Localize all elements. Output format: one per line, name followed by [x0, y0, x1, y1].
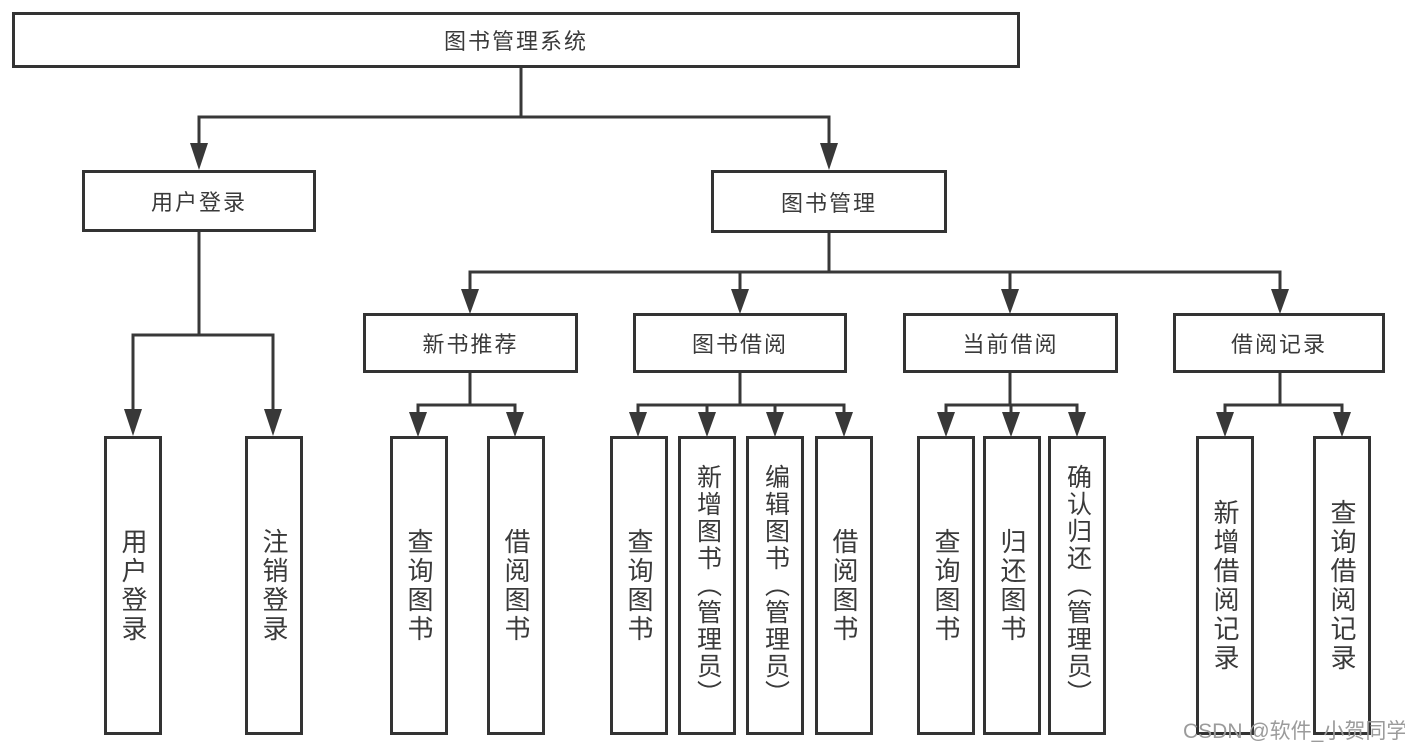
leaf-query-books-current: 查询图书	[917, 436, 975, 735]
node-user-login: 用户登录	[82, 170, 316, 232]
leaf-edit-book-admin: 编辑图书（管理员）	[746, 436, 804, 735]
leaf-confirm-return-admin: 确认归还（管理员）	[1048, 436, 1106, 735]
leaf-borrow-books: 借阅图书	[815, 436, 873, 735]
node-current-borrowing: 当前借阅	[903, 313, 1118, 373]
leaf-add-borrow-record-label: 新增借阅记录	[1210, 498, 1240, 673]
node-new-book-recommendation-label: 新书推荐	[422, 332, 519, 357]
leaf-edit-book-admin-label: 编辑图书（管理员）	[761, 464, 790, 707]
leaf-borrow-books-recommend: 借阅图书	[487, 436, 545, 735]
node-book-borrowing-label: 图书借阅	[691, 332, 788, 357]
node-borrowing-records-label: 借阅记录	[1230, 332, 1327, 357]
leaf-logout-label: 注销登录	[259, 527, 289, 644]
node-current-borrowing-label: 当前借阅	[962, 332, 1059, 357]
node-book-management: 图书管理	[711, 170, 947, 233]
leaf-add-book-admin-label: 新增图书（管理员）	[693, 464, 722, 707]
leaf-return-books: 归还图书	[983, 436, 1041, 735]
leaf-query-books-borrowing: 查询图书	[610, 436, 668, 735]
csdn-watermark: CSDN @软件_小贺同学	[1183, 720, 1405, 743]
leaf-query-books-recommend: 查询图书	[390, 436, 448, 735]
leaf-query-books-current-label: 查询图书	[931, 527, 961, 644]
node-borrowing-records: 借阅记录	[1173, 313, 1385, 373]
node-library-system-label: 图书管理系统	[443, 29, 588, 54]
node-user-login-label: 用户登录	[150, 190, 247, 215]
leaf-user-login: 用户登录	[104, 436, 162, 735]
leaf-query-borrow-record: 查询借阅记录	[1313, 436, 1371, 735]
leaf-user-login-label: 用户登录	[118, 527, 148, 644]
leaf-query-books-borrowing-label: 查询图书	[624, 527, 654, 644]
leaf-add-book-admin: 新增图书（管理员）	[678, 436, 736, 735]
leaf-query-borrow-record-label: 查询借阅记录	[1327, 498, 1357, 673]
node-book-management-label: 图书管理	[780, 190, 877, 216]
leaf-return-books-label: 归还图书	[997, 527, 1027, 644]
leaf-confirm-return-admin-label: 确认归还（管理员）	[1063, 464, 1092, 707]
leaf-borrow-books-label: 借阅图书	[829, 527, 859, 644]
node-new-book-recommendation: 新书推荐	[363, 313, 578, 373]
leaf-logout: 注销登录	[245, 436, 303, 735]
leaf-borrow-books-recommend-label: 借阅图书	[501, 527, 531, 644]
leaf-add-borrow-record: 新增借阅记录	[1196, 436, 1254, 735]
node-book-borrowing: 图书借阅	[633, 313, 847, 373]
node-library-system: 图书管理系统	[12, 12, 1020, 68]
leaf-query-books-recommend-label: 查询图书	[404, 527, 434, 644]
